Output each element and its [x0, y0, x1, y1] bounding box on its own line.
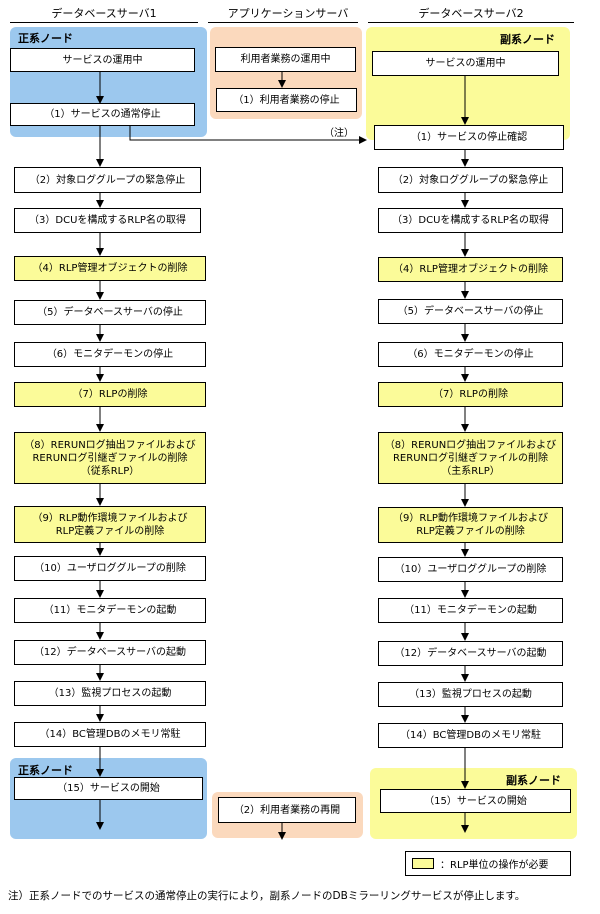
- db1-step-0: サービスの運用中: [10, 48, 195, 72]
- db1-step-8: （8）RERUNログ抽出ファイルおよび RERUNログ引継ぎファイルの削除 （従…: [14, 432, 206, 484]
- db2-step-8: （8）RERUNログ抽出ファイルおよび RERUNログ引継ぎファイルの削除 （主…: [378, 432, 563, 484]
- db2-step-3: （3）DCUを構成するRLP名の取得: [378, 208, 563, 233]
- db2-step-11: （11）モニタデーモンの起動: [378, 598, 563, 623]
- primary-node-label: 正系ノード: [18, 32, 73, 45]
- legend: ：RLP単位の操作が必要: [405, 851, 571, 876]
- db1-step-5: （5）データベースサーバの停止: [14, 300, 206, 325]
- db1-step-13: （13）監視プロセスの起動: [14, 681, 206, 706]
- db2-step-14: （14）BC管理DBのメモリ常駐: [378, 723, 563, 748]
- header-rule-db2: [368, 22, 574, 23]
- db2-step-12: （12）データベースサーバの起動: [378, 641, 563, 666]
- primary-node-label-bottom: 正系ノード: [18, 764, 73, 777]
- header-db2: データベースサーバ2: [418, 7, 524, 20]
- header-rule-db1: [10, 22, 198, 23]
- db1-step-7: （7）RLPの削除: [14, 382, 206, 407]
- db2-step-15: （15）サービスの開始: [380, 789, 571, 813]
- secondary-node-label-bottom: 副系ノード: [506, 774, 561, 787]
- db1-step-9: （9）RLP動作環境ファイルおよび RLP定義ファイルの削除: [14, 506, 206, 543]
- db1-step-14: （14）BC管理DBのメモリ常駐: [14, 722, 206, 747]
- db2-step-7: （7）RLPの削除: [378, 382, 563, 407]
- app-step-1: （1）利用者業務の停止: [216, 88, 357, 112]
- db2-step-9: （9）RLP動作環境ファイルおよび RLP定義ファイルの削除: [378, 507, 563, 543]
- note-marker: （注）: [324, 128, 354, 139]
- app-step-0: 利用者業務の運用中: [215, 47, 356, 72]
- db1-step-11: （11）モニタデーモンの起動: [14, 598, 206, 623]
- db2-step-10: （10）ユーザロググループの削除: [378, 557, 563, 582]
- db2-step-4: （4）RLP管理オブジェクトの削除: [378, 257, 563, 282]
- footnote: 注）正系ノードでのサービスの通常停止の実行により，副系ノードのDBミラーリングサ…: [8, 890, 526, 902]
- app-step-2: （2）利用者業務の再開: [218, 797, 356, 823]
- header-db1: データベースサーバ1: [51, 7, 157, 20]
- db2-step-6: （6）モニタデーモンの停止: [378, 342, 563, 367]
- db1-step-10: （10）ユーザロググループの削除: [14, 556, 206, 581]
- db1-step-6: （6）モニタデーモンの停止: [14, 342, 206, 367]
- legend-text: ：RLP単位の操作が必要: [440, 860, 549, 871]
- db2-step-13: （13）監視プロセスの起動: [378, 682, 563, 707]
- db2-step-5: （5）データベースサーバの停止: [378, 299, 563, 324]
- arrow-cross-note: [129, 126, 367, 144]
- db2-step-1: （1）サービスの停止確認: [374, 125, 564, 150]
- db2-step-0: サービスの運用中: [372, 51, 559, 76]
- db1-step-12: （12）データベースサーバの起動: [14, 640, 206, 665]
- header-app: アプリケーションサーバ: [227, 7, 349, 20]
- db1-step-1: （1）サービスの通常停止: [10, 103, 195, 126]
- secondary-node-label: 副系ノード: [500, 33, 555, 46]
- legend-swatch: [412, 858, 434, 869]
- header-rule-app: [208, 22, 358, 23]
- db2-step-2: （2）対象ロググループの緊急停止: [378, 167, 563, 193]
- db1-step-4: （4）RLP管理オブジェクトの削除: [14, 256, 206, 281]
- db1-step-15: （15）サービスの開始: [14, 777, 203, 800]
- db1-step-2: （2）対象ロググループの緊急停止: [14, 167, 201, 193]
- db1-step-3: （3）DCUを構成するRLP名の取得: [14, 208, 201, 233]
